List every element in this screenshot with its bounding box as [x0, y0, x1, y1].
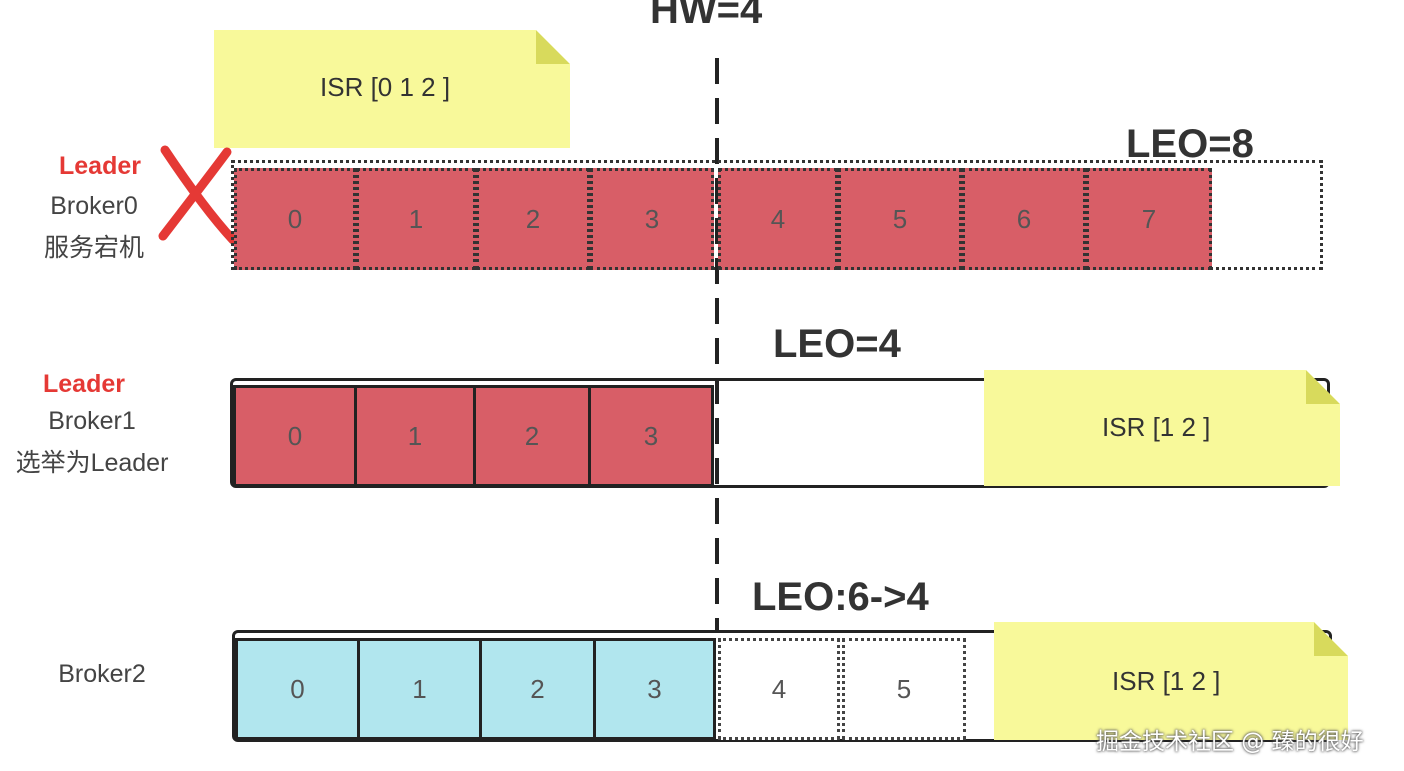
broker1-note: 选举为Leader: [15, 449, 169, 477]
broker0-cell: 1: [356, 168, 476, 270]
broker0-role: Leader: [59, 152, 141, 180]
isr-note-text: ISR [0 1 2 ]: [320, 72, 451, 102]
broker0-cell: 7: [1086, 168, 1212, 270]
broker2-name: Broker2: [58, 660, 146, 688]
broker0-cell: 3: [590, 168, 714, 270]
note-fold-icon: [1306, 370, 1340, 404]
note-fold-icon: [1314, 622, 1348, 656]
crossed-out-icon: [158, 145, 238, 245]
isr-note-text: ISR [1 2 ]: [1112, 666, 1221, 696]
broker1-cell: 2: [473, 385, 591, 487]
isr-note-broker0: ISR [0 1 2 ]: [214, 30, 570, 148]
broker1-cell: 0: [233, 385, 357, 487]
broker1-cell: 3: [588, 385, 714, 487]
broker1-cell: 1: [354, 385, 476, 487]
broker2-cell: 5: [842, 638, 966, 740]
broker2-cell: 2: [479, 638, 596, 740]
hw-dashed-line: [715, 58, 719, 630]
broker2-cell: 1: [357, 638, 482, 740]
broker1-leo: LEO=4: [773, 322, 901, 366]
broker1-name: Broker1: [48, 407, 136, 435]
watermark: 掘金技术社区 @ 臻的很好: [1096, 729, 1364, 755]
broker0-leo: LEO=8: [1126, 122, 1254, 166]
broker0-cell: 2: [476, 168, 590, 270]
broker0-cell: 5: [838, 168, 962, 270]
broker2-cell: 0: [235, 638, 360, 740]
broker0-note: 服务宕机: [43, 234, 144, 262]
isr-note-text: ISR [1 2 ]: [1102, 412, 1211, 442]
note-fold-icon: [536, 30, 570, 64]
hw-label: HW=4: [650, 0, 763, 32]
broker1-role: Leader: [43, 370, 125, 398]
broker0-cell: 6: [962, 168, 1086, 270]
broker0-name: Broker0: [50, 192, 138, 220]
broker0-cell: 4: [718, 168, 838, 270]
isr-note-broker1: ISR [1 2 ]: [984, 370, 1340, 486]
broker2-cell: 4: [718, 638, 840, 740]
broker2-leo: LEO:6->4: [752, 575, 929, 619]
broker2-cell: 3: [593, 638, 716, 740]
broker0-cell: 0: [234, 168, 356, 270]
